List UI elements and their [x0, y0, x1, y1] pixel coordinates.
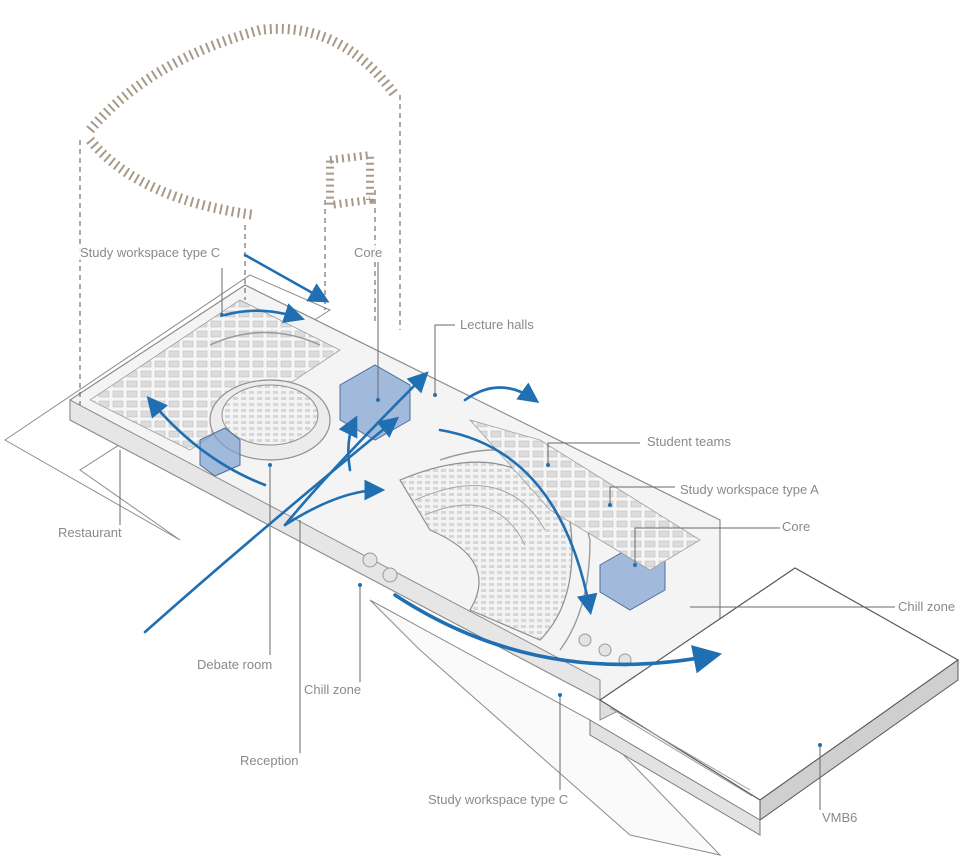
leader-dots [220, 313, 822, 747]
label-chill-zone-bottom: Chill zone [302, 682, 364, 697]
label-debate-room: Debate room [195, 657, 275, 672]
leader-lines [119, 262, 895, 810]
label-student-teams: Student teams [645, 434, 733, 449]
label-lecture-halls: Lecture halls [458, 317, 536, 332]
label-vmb6: VMB6 [820, 810, 860, 825]
canopy-fins [86, 23, 400, 220]
label-reception: Reception [238, 753, 301, 768]
label-core-top: Core [352, 245, 385, 260]
label-core-right: Core [780, 519, 813, 534]
circulation-arrows [143, 253, 723, 674]
label-study-workspace-a: Study workspace type A [678, 482, 821, 497]
label-chill-zone-right: Chill zone [896, 599, 958, 614]
label-study-workspace-c-top: Study workspace type C [78, 245, 223, 260]
study-desk-row [468, 419, 701, 571]
label-restaurant: Restaurant [56, 525, 124, 540]
label-study-workspace-c-bottom: Study workspace type C [426, 792, 571, 807]
vmb6-block [589, 567, 960, 836]
